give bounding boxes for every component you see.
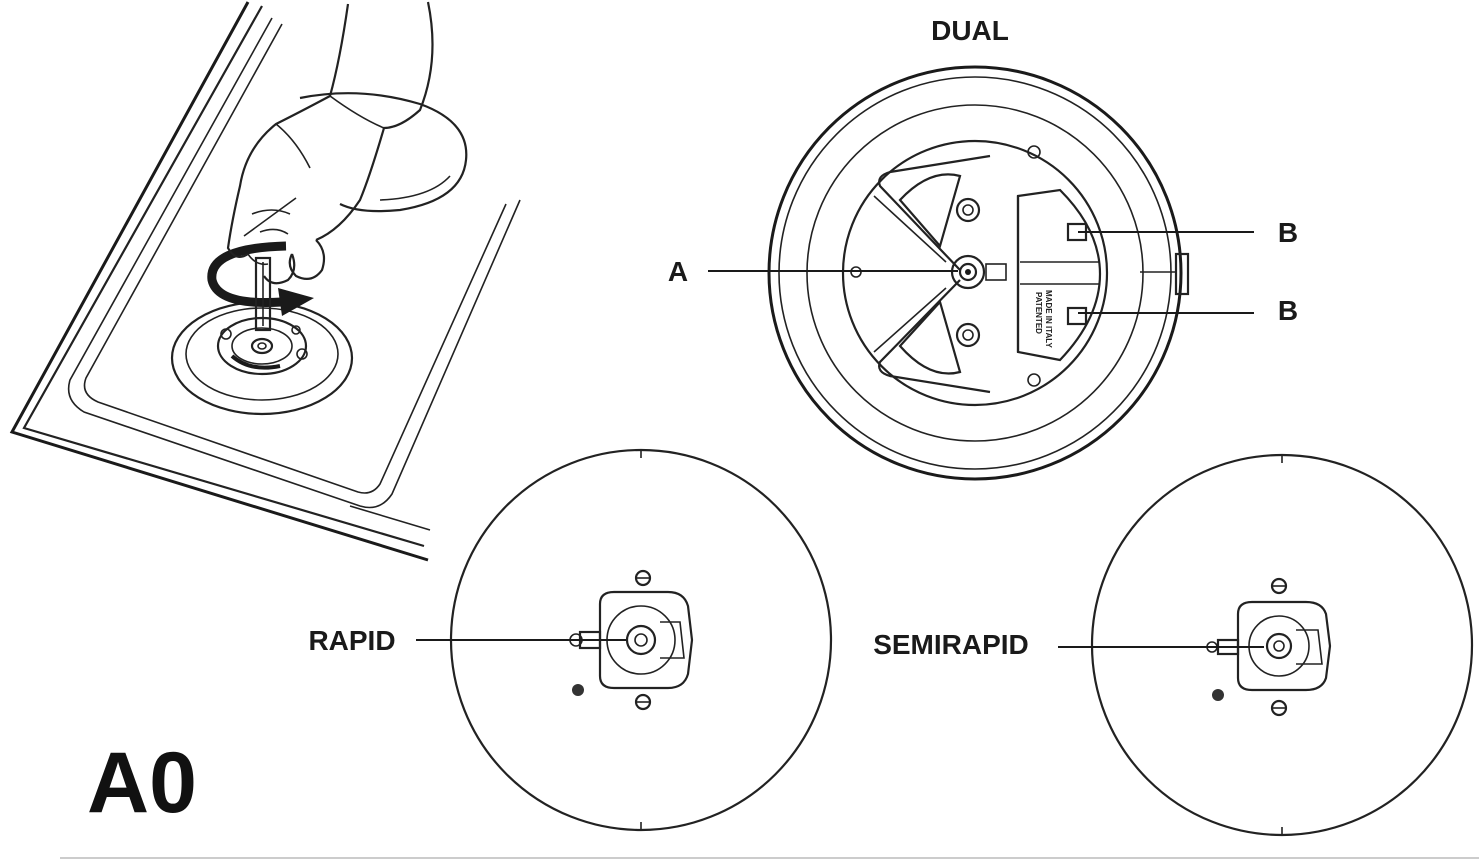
hand-icon <box>226 1 434 285</box>
label-b-lower: B <box>1278 295 1298 326</box>
front-burner-icon <box>170 300 354 416</box>
rapid-burner-group: RAPID <box>308 448 833 832</box>
figure-label: A0 <box>87 735 197 831</box>
dual-marking-patented: PATENTED <box>1034 292 1043 334</box>
semirapid-burner-icon <box>1090 453 1474 837</box>
label-rapid: RAPID <box>308 625 395 656</box>
screwdriver-icon <box>254 256 272 332</box>
rotation-arrow-icon <box>207 241 314 370</box>
dual-marking-made-in-italy: MADE IN ITALY <box>1044 290 1053 348</box>
label-a: A <box>668 256 688 287</box>
label-b-upper: B <box>1278 217 1298 248</box>
label-semirapid: SEMIRAPID <box>873 629 1029 660</box>
dual-burner-group: DUAL <box>668 15 1298 481</box>
dual-burner-icon: MADE IN ITALY PATENTED <box>767 65 1190 481</box>
dual-title: DUAL <box>931 15 1009 46</box>
semirapid-burner-group: SEMIRAPID <box>873 453 1474 837</box>
hob-illustration <box>9 1 521 562</box>
